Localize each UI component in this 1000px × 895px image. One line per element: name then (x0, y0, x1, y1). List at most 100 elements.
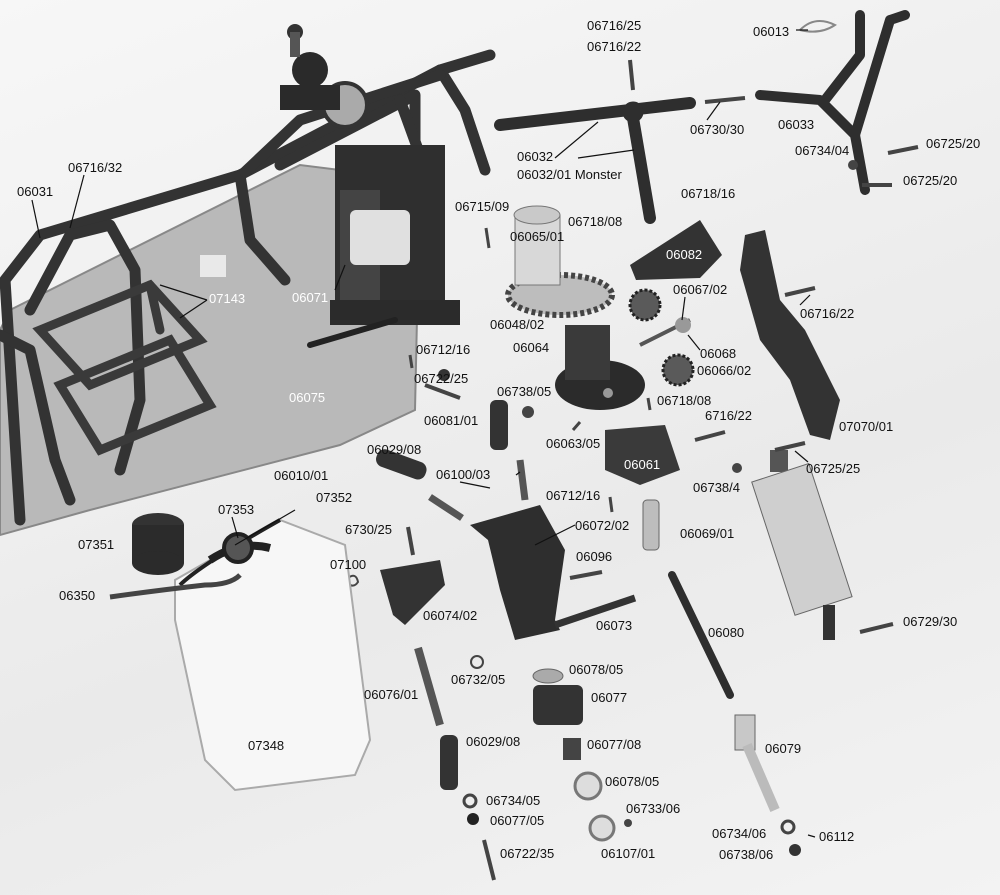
label-06010-01: 06010/01 (274, 468, 329, 483)
gearbox-06061 (605, 425, 680, 485)
label-06078-05a: 06078/05 (569, 662, 624, 677)
label-06107-01: 06107/01 (601, 846, 656, 861)
label-06064: 06064 (513, 340, 550, 355)
label-07348: 07348 (248, 738, 285, 753)
plate-cutout (200, 255, 226, 277)
label-06112: 06112 (819, 829, 855, 844)
diff-gears (628, 288, 695, 387)
label-06077: 06077 (591, 690, 628, 705)
label-06067-02: 06067/02 (673, 282, 728, 297)
outdrive-06069-01 (642, 499, 660, 551)
label-06081-01: 06081/01 (424, 413, 479, 428)
label-06730-30: 06730/30 (690, 122, 745, 137)
nut-06077-05 (467, 813, 479, 825)
label-06738-06: 06738/06 (719, 847, 774, 862)
nut-06734-04 (848, 160, 858, 170)
label-06029-08a: 06029/08 (367, 442, 422, 457)
label-06079: 06079 (765, 741, 802, 756)
nut-06738-05 (522, 406, 534, 418)
label-06033: 06033 (778, 117, 815, 132)
clip-06732-05 (470, 655, 484, 669)
label-07100: 07100 (330, 557, 367, 572)
label-06065-01: 06065/01 (510, 229, 565, 244)
screw-06716-22b (784, 286, 816, 297)
label-06068: 06068 (700, 346, 737, 361)
rod-end-06081-01 (490, 400, 508, 450)
label-06076-01: 06076/01 (364, 687, 419, 702)
rod-end-06029-08b (440, 735, 458, 790)
label-06082: 06082 (666, 247, 703, 262)
washer-06734-05 (462, 793, 478, 809)
label-06733-06: 06733/06 (626, 801, 681, 816)
shock-absorber (751, 450, 853, 640)
label-06715-09: 06715/09 (455, 199, 510, 214)
roll-cage (0, 49, 496, 526)
dogbone-06080 (668, 571, 734, 699)
label-06716-25: 06716/25 (587, 18, 642, 33)
label-6730-25: 6730/25 (345, 522, 392, 537)
leader-lines (31, 29, 816, 838)
t-bar-06032 (494, 97, 696, 224)
pin-06096 (569, 570, 603, 580)
screw-06722-25 (424, 383, 461, 400)
arm-06074-02 (380, 560, 445, 625)
turnbuckle-06100-03 (428, 494, 464, 521)
label-06734-04: 06734/04 (795, 143, 850, 158)
screw-06722-35 (482, 839, 496, 881)
screw-6730-25 (406, 526, 415, 556)
axle-06079 (734, 714, 780, 812)
pin-06730-30 (704, 96, 746, 104)
label-06718-08b: 06718/08 (657, 393, 712, 408)
label-06063-05: 06063/05 (546, 436, 601, 451)
label-06716-22a: 06716/22 (587, 39, 642, 54)
screw-06718-08b (646, 397, 652, 411)
label-06077-08: 06077/08 (587, 737, 642, 752)
rod-end-06029-08a (376, 449, 427, 480)
label-06100-03: 06100/03 (436, 467, 491, 482)
label-06712-16b: 06712/16 (546, 488, 601, 503)
screw-06715-09 (484, 227, 491, 249)
label-06722-25a: 06722/25 (414, 371, 469, 386)
label-06073: 06073 (596, 618, 633, 633)
label-06732-05: 06732/05 (451, 672, 506, 687)
screw-06716-25 (628, 59, 635, 91)
label-07353: 07353 (218, 502, 255, 517)
label-07143: 07143 (209, 291, 246, 306)
label-06074-02: 06074/02 (423, 608, 478, 623)
brace-06033 (755, 10, 910, 195)
label-06078-05b: 06078/05 (605, 774, 660, 789)
label-06072-02: 06072/02 (575, 518, 630, 533)
label-07351: 07351 (78, 537, 115, 552)
label-06738-05: 06738/05 (497, 384, 552, 399)
label-06032-01: 06032/01 Monster (517, 167, 622, 182)
nut-06738-06 (789, 844, 801, 856)
label-06725-20a: 06725/20 (926, 136, 981, 151)
turnbuckle-06076-01 (414, 646, 444, 727)
label-06013: 06013 (753, 24, 790, 39)
label-06738-4: 06738/4 (693, 480, 740, 495)
label-06722-35: 06722/35 (500, 846, 555, 861)
label-06725-25: 06725/25 (806, 461, 861, 476)
screw-06725-25 (774, 441, 806, 452)
bearing-06107-01 (588, 814, 616, 842)
label-06716-32: 06716/32 (68, 160, 123, 175)
screw-6716-22 (694, 430, 726, 442)
label-6716-22: 6716/22 (705, 408, 752, 423)
label-06066-02: 06066/02 (697, 363, 752, 378)
label-06061: 06061 (624, 457, 661, 472)
label-06350: 06350 (59, 588, 96, 603)
rod-06075 (307, 317, 398, 348)
label-06712-16a: 06712/16 (416, 342, 471, 357)
label-06734-06: 06734/06 (712, 826, 767, 841)
label-06080: 06080 (708, 625, 745, 640)
pin-06729-30 (859, 622, 894, 634)
engine-assembly (280, 24, 460, 325)
nut-06733-06 (624, 819, 632, 827)
shaft-06073 (553, 594, 637, 629)
label-06718-08a: 06718/08 (568, 214, 623, 229)
bearing-06078-05 (573, 771, 603, 801)
diff-housing-06064 (555, 325, 645, 410)
screw-06712-16b (608, 496, 614, 513)
